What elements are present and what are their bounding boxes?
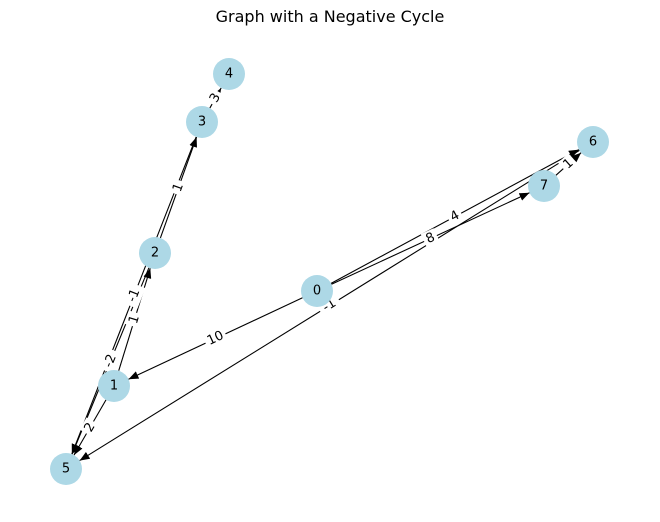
edge-label-background xyxy=(202,326,229,351)
edge-label-3-4: 3 xyxy=(205,87,226,109)
edge-label-background xyxy=(122,282,146,309)
edge-label-background xyxy=(445,206,465,227)
nodes-layer: 0 1 2 3 4 5 6 7 xyxy=(50,58,609,485)
edge-weight-text: -1 xyxy=(125,287,144,305)
edge-label-background xyxy=(420,228,441,249)
node-0: 0 xyxy=(301,275,333,307)
node-circle xyxy=(50,453,82,485)
edge-label-background xyxy=(557,153,580,175)
node-label: 4 xyxy=(225,67,233,82)
node-1: 1 xyxy=(98,370,130,402)
node-4: 4 xyxy=(213,58,245,90)
node-3: 3 xyxy=(186,106,218,138)
edge-label-background xyxy=(79,417,101,438)
node-label: 2 xyxy=(151,246,159,261)
node-circle xyxy=(528,170,560,202)
edge-weight-text: 10 xyxy=(205,328,226,349)
edge-label-background xyxy=(124,310,145,329)
edge-label-background xyxy=(168,178,189,197)
node-2: 2 xyxy=(139,237,171,269)
edge-label-0-1: 10 xyxy=(202,326,229,351)
node-circle xyxy=(186,106,218,138)
figure-title: Graph with a Negative Cycle xyxy=(215,7,445,26)
node-6: 6 xyxy=(577,126,609,158)
node-circle xyxy=(213,58,245,90)
node-5: 5 xyxy=(50,453,82,485)
node-label: 1 xyxy=(110,379,118,394)
edge-label-background xyxy=(98,347,123,375)
node-label: 5 xyxy=(62,462,70,477)
edge-label-0-7: 8 xyxy=(420,228,441,249)
edge-weight-text: -2 xyxy=(101,352,120,370)
edge-label-2-3: 1 xyxy=(168,178,189,197)
edge-label-3-5: -1 xyxy=(122,282,146,309)
node-circle xyxy=(577,126,609,158)
edge-label-background xyxy=(315,292,344,319)
node-circle xyxy=(98,370,130,402)
node-label: 3 xyxy=(198,115,206,130)
node-label: 0 xyxy=(313,284,321,299)
node-label: 6 xyxy=(589,135,597,150)
node-circle xyxy=(301,275,333,307)
edge-label-2-5: -2 xyxy=(98,347,123,375)
edge-label-0-6: 4 xyxy=(445,206,465,227)
node-label: 7 xyxy=(540,179,548,194)
node-7: 7 xyxy=(528,170,560,202)
edges-layer xyxy=(71,87,582,462)
edge-label-background xyxy=(205,87,226,109)
edge-label-7-6: 1 xyxy=(557,153,580,175)
node-circle xyxy=(139,237,171,269)
edge-label-1-5: 2 xyxy=(79,417,101,438)
edge-label-1-2: 1 xyxy=(124,310,145,329)
